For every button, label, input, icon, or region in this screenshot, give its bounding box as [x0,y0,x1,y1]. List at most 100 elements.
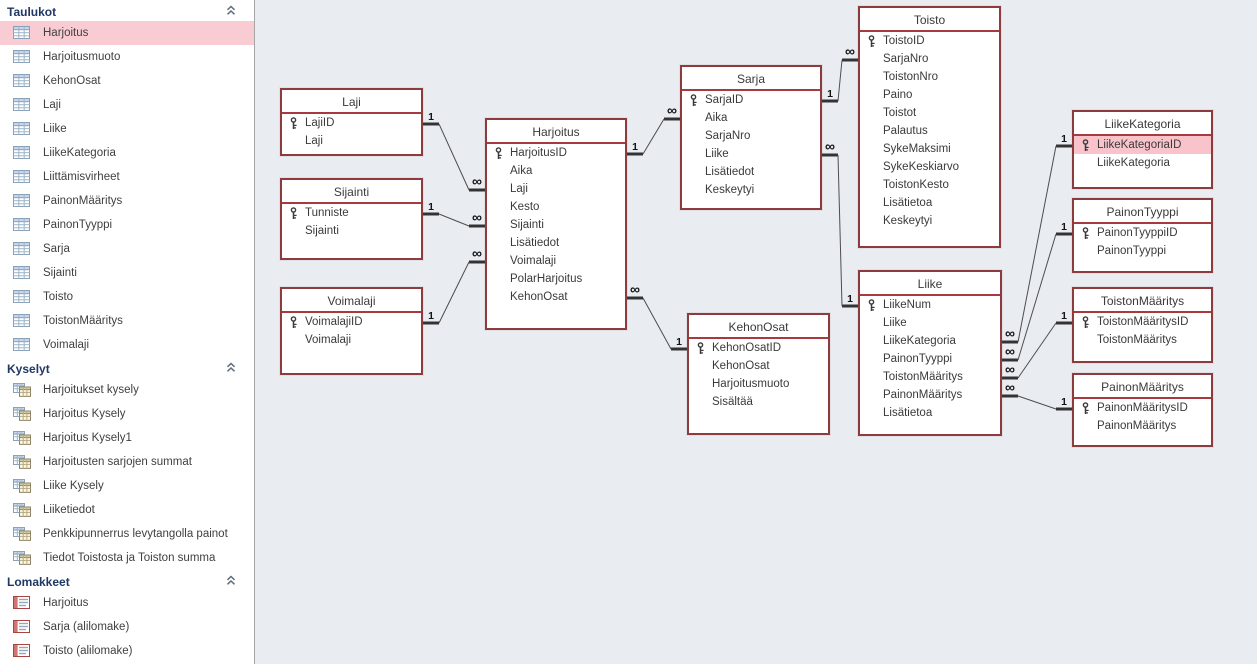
collapse-chevron-icon[interactable] [226,3,236,21]
field-sarja-sarjanro[interactable]: SarjaNro [682,127,820,145]
field-toisto-toistot[interactable]: Toistot [860,104,999,122]
nav-item-harjoitusmuoto[interactable]: Harjoitusmuoto [0,45,254,69]
field-toisto-toistonnro[interactable]: ToistonNro [860,68,999,86]
relationship-line-liike-painonm-ritys[interactable] [1017,395,1057,410]
field-painontyyppi-painontyyppiid[interactable]: PainonTyyppiID [1074,224,1211,242]
relationship-line-voimalaji-harjoitus[interactable] [438,261,470,324]
nav-item-harjoitus[interactable]: Harjoitus [0,21,254,45]
field-liike-painonm-ritys[interactable]: PainonMääritys [860,386,1000,404]
field-toisto-sykekeskiarvo[interactable]: SykeKeskiarvo [860,158,999,176]
relationship-line-sijainti-harjoitus[interactable] [438,213,470,227]
field-liike-liikenum[interactable]: LiikeNum [860,296,1000,314]
nav-item-harjoitukset-kysely[interactable]: Harjoitukset kysely [0,378,254,402]
nav-item-kehonosat[interactable]: KehonOsat [0,69,254,93]
field-sijainti-sijainti[interactable]: Sijainti [282,222,421,240]
field-kehonosat-kehonosatid[interactable]: KehonOsatID [689,339,828,357]
field-toisto-keskeytyi[interactable]: Keskeytyi [860,212,999,230]
field-harjoitus-voimalaji[interactable]: Voimalaji [487,252,625,270]
field-toisto-paino[interactable]: Paino [860,86,999,104]
section-header-kyselyt[interactable]: Kyselyt [0,357,254,378]
field-laji-laji[interactable]: Laji [282,132,421,150]
nav-item-liike-kysely[interactable]: Liike Kysely [0,474,254,498]
field-painontyyppi-painontyyppi[interactable]: PainonTyyppi [1074,242,1211,260]
field-sarja-aika[interactable]: Aika [682,109,820,127]
field-sijainti-tunniste[interactable]: Tunniste [282,204,421,222]
nav-item-painonm-ritys[interactable]: PainonMääritys [0,189,254,213]
field-liike-toistonm-ritys[interactable]: ToistonMääritys [860,368,1000,386]
field-toisto-toistoid[interactable]: ToistoID [860,32,999,50]
section-header-lomakkeet[interactable]: Lomakkeet [0,570,254,591]
field-voimalaji-voimalajiid[interactable]: VoimalajiID [282,313,421,331]
relationship-line-liike-toistonm-ritys[interactable] [1017,322,1057,379]
nav-item-sarja-alilomake[interactable]: Sarja (alilomake) [0,615,254,639]
relationship-line-sarja-liike[interactable] [837,154,843,307]
nav-item-penkkipunnerrus-levytangolla-painot[interactable]: Penkkipunnerrus levytangolla painot [0,522,254,546]
nav-item-harjoitus-kysely[interactable]: Harjoitus Kysely [0,402,254,426]
nav-item-toisto-alilomake[interactable]: Toisto (alilomake) [0,639,254,663]
nav-item-sarja[interactable]: Sarja [0,237,254,261]
relationship-line-harjoitus-kehonosat[interactable] [642,297,672,350]
nav-item-liitt-misvirheet[interactable]: Liittämisvirheet [0,165,254,189]
field-liike-painontyyppi[interactable]: PainonTyyppi [860,350,1000,368]
field-painonm-ritys-painonm-ritys[interactable]: PainonMääritys [1074,417,1211,435]
field-sarja-liike[interactable]: Liike [682,145,820,163]
nav-item-laji[interactable]: Laji [0,93,254,117]
field-harjoitus-polarharjoitus[interactable]: PolarHarjoitus [487,270,625,288]
field-liike-lis-tietoa[interactable]: Lisätietoa [860,404,1000,422]
nav-item-liikekategoria[interactable]: LiikeKategoria [0,141,254,165]
field-sarja-sarjaid[interactable]: SarjaID [682,91,820,109]
field-liike-liike[interactable]: Liike [860,314,1000,332]
field-kehonosat-sis-lt[interactable]: Sisältää [689,393,828,411]
field-toistonm-ritys-toistonm-ritys[interactable]: ToistonMääritys [1074,331,1211,349]
field-harjoitus-kehonosat[interactable]: KehonOsat [487,288,625,306]
field-liikekategoria-liikekategoriaid[interactable]: LiikeKategoriaID [1074,136,1211,154]
collapse-chevron-icon[interactable] [226,360,236,378]
field-laji-lajiid[interactable]: LajiID [282,114,421,132]
field-harjoitus-laji[interactable]: Laji [487,180,625,198]
field-liikekategoria-liikekategoria[interactable]: LiikeKategoria [1074,154,1211,172]
nav-item-painontyyppi[interactable]: PainonTyyppi [0,213,254,237]
nav-item-sijainti[interactable]: Sijainti [0,261,254,285]
field-liike-liikekategoria[interactable]: LiikeKategoria [860,332,1000,350]
relationship-line-liike-liikekategoria[interactable] [1017,145,1057,343]
nav-item-harjoitusten-sarjojen-summat[interactable]: Harjoitusten sarjojen summat [0,450,254,474]
field-harjoitus-aika[interactable]: Aika [487,162,625,180]
field-toisto-palautus[interactable]: Palautus [860,122,999,140]
field-toisto-toistonkesto[interactable]: ToistonKesto [860,176,999,194]
collapse-chevron-icon[interactable] [226,573,236,591]
field-kehonosat-harjoitusmuoto[interactable]: Harjoitusmuoto [689,375,828,393]
field-harjoitus-lis-tiedot[interactable]: Lisätiedot [487,234,625,252]
relationship-line-sarja-toisto[interactable] [837,59,843,102]
nav-item-liike[interactable]: Liike [0,117,254,141]
nav-item-voimalaji[interactable]: Voimalaji [0,333,254,357]
field-harjoitus-harjoitusid[interactable]: HarjoitusID [487,144,625,162]
field-harjoitus-kesto[interactable]: Kesto [487,198,625,216]
relationship-line-liike-painontyyppi[interactable] [1017,233,1057,361]
field-painonm-ritys-painonm-ritysid[interactable]: PainonMääritysID [1074,399,1211,417]
section-header-taulukot[interactable]: Taulukot [0,0,254,21]
nav-item-toisto[interactable]: Toisto [0,285,254,309]
field-toisto-sykemaksimi[interactable]: SykeMaksimi [860,140,999,158]
field-harjoitus-sijainti[interactable]: Sijainti [487,216,625,234]
nav-item-harjoitus[interactable]: Harjoitus [0,591,254,615]
nav-item-liiketiedot[interactable]: Liiketiedot [0,498,254,522]
field-toistonm-ritys-toistonm-ritysid[interactable]: ToistonMääritysID [1074,313,1211,331]
nav-item-toistonm-ritys[interactable]: ToistonMääritys [0,309,254,333]
field-sarja-lis-tiedot[interactable]: Lisätiedot [682,163,820,181]
field-voimalaji-voimalaji[interactable]: Voimalaji [282,331,421,349]
nav-item-tiedot-toistosta-ja-toiston-summa[interactable]: Tiedot Toistosta ja Toiston summa [0,546,254,570]
field-kehonosat-kehonosat[interactable]: KehonOsat [689,357,828,375]
field-toisto-lis-tietoa[interactable]: Lisätietoa [860,194,999,212]
